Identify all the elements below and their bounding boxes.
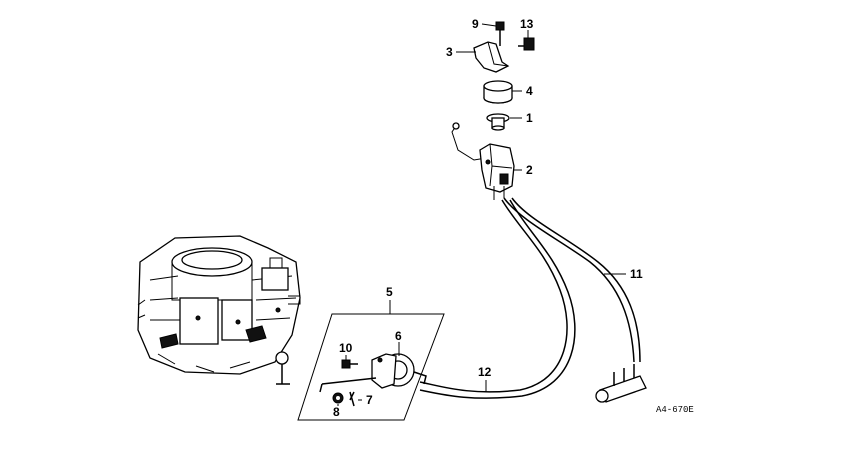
part-2-solenoid-valve [451,122,515,200]
part-6-diaphragm [371,353,427,389]
callout-4: 4 [526,84,533,98]
part-8-washer [332,392,344,404]
linkage-rod [319,377,377,393]
callout-9: 9 [472,17,479,31]
leader-lines [337,23,626,406]
callout-3: 3 [446,45,453,59]
callout-8: 8 [333,405,340,419]
part-9-bolt [495,21,505,46]
callout-11: 11 [630,267,643,281]
callout-12: 12 [478,365,492,379]
vacuum-hose-11 [503,197,641,363]
callout-10: 10 [339,341,353,355]
callout-6: 6 [395,329,402,343]
vacuum-hose-12 [419,199,576,399]
detail-box [297,313,445,421]
part-13-screw [518,37,535,51]
callout-2: 2 [526,163,533,177]
part-1-collar [486,113,510,131]
callout-1: 1 [526,111,533,125]
callout-13: 13 [520,17,534,31]
part-7-cotter-pin [349,391,355,407]
part-4-mount [483,80,513,104]
carburetor [137,235,301,385]
callout-5: 5 [386,285,393,299]
drawing-code: A4-670E [656,405,694,415]
hose-tee-fitting [595,364,647,403]
callout-7: 7 [366,393,373,407]
part-3-bracket [473,41,510,73]
part-10-bolt [341,359,358,369]
